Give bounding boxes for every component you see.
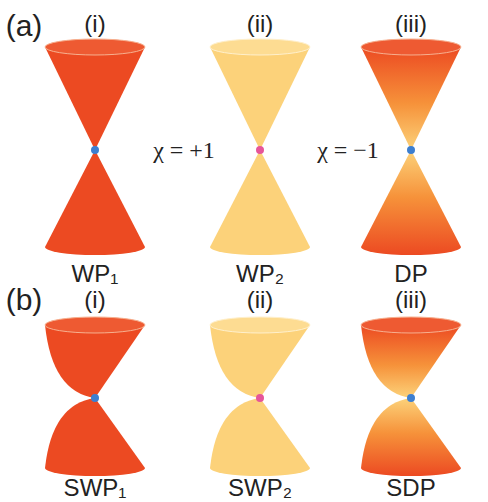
weyl-cone-1 bbox=[45, 39, 145, 255]
point-label: DP bbox=[394, 262, 427, 286]
panel-letter: (b) bbox=[6, 285, 43, 315]
column-numeral: (ii) bbox=[247, 288, 274, 312]
semi-dirac-cone bbox=[361, 317, 461, 476]
point-label: SWP₂ bbox=[228, 476, 292, 500]
semi-weyl-cone-2 bbox=[210, 317, 310, 476]
point-label: SDP bbox=[386, 476, 435, 500]
chirality-label: χ = +1 bbox=[153, 138, 215, 162]
point-label: WP₂ bbox=[236, 262, 284, 286]
weyl-cone-2 bbox=[210, 39, 310, 255]
column-numeral: (i) bbox=[84, 288, 105, 312]
point-label: WP₁ bbox=[72, 262, 119, 286]
column-numeral: (i) bbox=[84, 12, 105, 36]
chirality-label: χ = −1 bbox=[317, 138, 379, 162]
column-numeral: (iii) bbox=[395, 288, 427, 312]
semi-weyl-cone-1 bbox=[45, 317, 145, 476]
point-label: SWP₁ bbox=[64, 476, 127, 500]
column-numeral: (ii) bbox=[247, 12, 274, 36]
column-numeral: (iii) bbox=[395, 12, 427, 36]
panel-letter: (a) bbox=[6, 11, 43, 41]
